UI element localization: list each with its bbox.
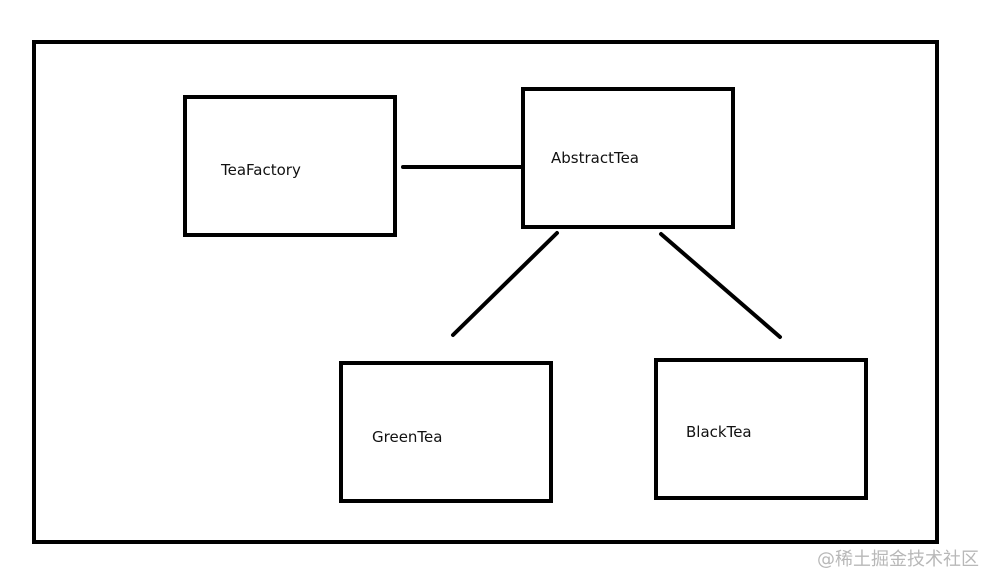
watermark: @稀土掘金技术社区 [817, 549, 979, 570]
node-label-blacktea: BlackTea [686, 423, 752, 441]
outer-frame [32, 40, 939, 544]
node-teafactory: TeaFactory [183, 95, 397, 237]
node-label-greentea: GreenTea [372, 428, 443, 446]
node-label-teafactory: TeaFactory [221, 161, 301, 179]
node-abstracttea: AbstractTea [521, 87, 735, 229]
node-blacktea: BlackTea [654, 358, 868, 500]
node-greentea: GreenTea [339, 361, 553, 503]
node-label-abstracttea: AbstractTea [551, 149, 640, 167]
